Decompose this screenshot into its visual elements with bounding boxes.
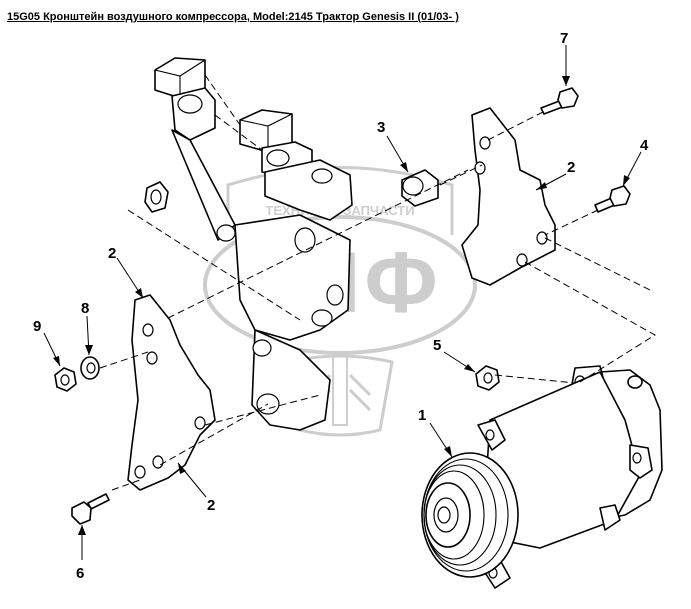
bolt-7 [540, 87, 579, 115]
callout-1: 1 [418, 407, 426, 424]
tractor-frame-mount [144, 57, 353, 431]
callout-numbers: 1 2 2 2 3 4 5 6 7 8 9 [33, 30, 649, 582]
callout-2-left-top: 2 [108, 245, 116, 262]
nut-5 [475, 365, 500, 391]
left-bracket [127, 294, 216, 491]
nut-9 [54, 367, 77, 392]
right-bracket [461, 107, 556, 286]
callout-leaders [43, 45, 642, 560]
callout-2-left-bottom: 2 [207, 497, 215, 514]
callout-6: 6 [76, 565, 84, 582]
callout-5: 5 [433, 337, 441, 354]
assembly-lines [99, 111, 656, 491]
callout-2-right: 2 [567, 159, 575, 176]
diagram-title: 15G05 Кронштейн воздушного компрессора, … [7, 11, 459, 23]
spacer-bushing [401, 169, 439, 207]
callout-3: 3 [377, 119, 385, 136]
washer-8 [80, 356, 100, 380]
callout-8: 8 [81, 300, 89, 317]
callout-4: 4 [640, 137, 649, 154]
air-compressor [421, 365, 663, 589]
callout-9: 9 [33, 318, 41, 335]
bolt-4 [594, 185, 631, 213]
bolt-6 [71, 493, 110, 525]
callout-7: 7 [560, 30, 568, 47]
